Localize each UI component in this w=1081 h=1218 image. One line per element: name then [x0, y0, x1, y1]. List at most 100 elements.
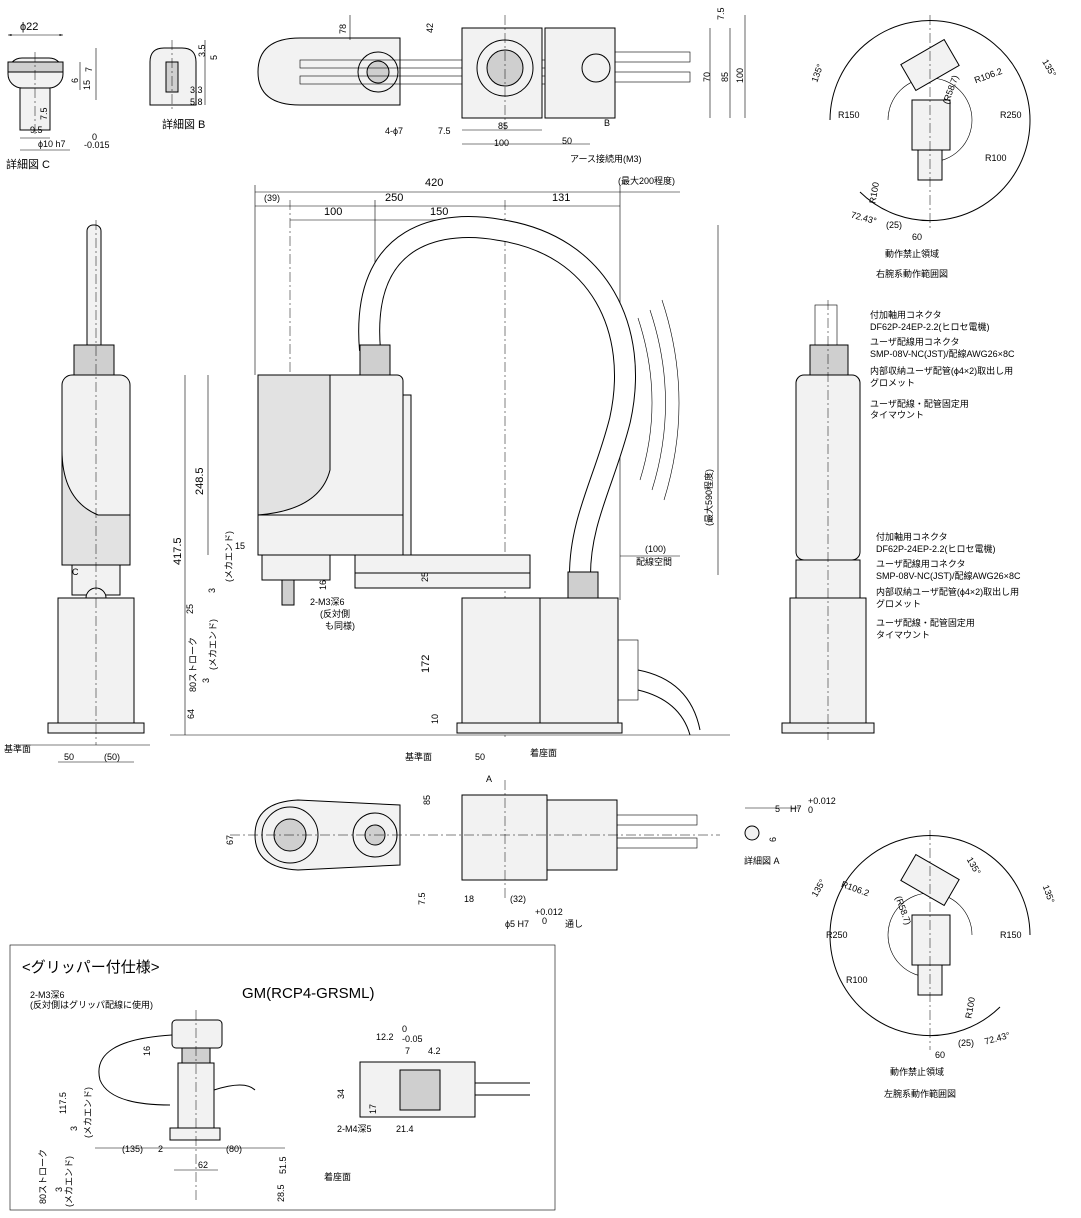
side-right-n4b: タイマウント	[870, 410, 924, 420]
right-a135r: 135°	[1040, 58, 1058, 79]
bottom-through: 通し	[565, 919, 583, 929]
right-forbid: 動作禁止領域	[885, 248, 939, 259]
detail-c-d1: ϕ22	[20, 21, 38, 33]
detail-c-d6: 9.5	[30, 125, 43, 135]
front-w150: 150	[430, 206, 448, 218]
side-left-ref: 基準面	[4, 743, 31, 754]
bottom-d32: (32)	[510, 894, 526, 904]
gripper-stroke: 80ストローク	[38, 1149, 48, 1204]
top-d75b: 7.5	[438, 126, 451, 136]
right-caption: 右腕系動作範囲図	[876, 268, 948, 279]
right-range-view: 135° 135° R106.2 (R58.7) R150 R250 R100 …	[809, 15, 1058, 279]
left-forbid: 動作禁止領域	[890, 1066, 944, 1077]
detail-c-d3: 15	[82, 80, 92, 90]
top-b: B	[604, 118, 610, 128]
front-h3a: 3	[207, 588, 217, 593]
bottom-hole: ϕ5 H7	[505, 919, 529, 929]
top-hole: 4-ϕ7	[385, 126, 403, 136]
detail-a-d6: 6	[768, 837, 778, 842]
gripper-m4: 2-M4深5	[337, 1124, 372, 1134]
gripper-mech2: (メカエンド)	[64, 1156, 74, 1207]
gripper-d122: 12.2	[376, 1032, 394, 1042]
side-right-n3a: 内部収納ユーザ配管(ϕ4×2)取出し用	[870, 365, 1013, 376]
detail-a-tol-bot: 0	[808, 805, 813, 815]
gripper-tol-bot: -0.05	[402, 1034, 423, 1044]
side-right-m2a: ユーザ配線用コネクタ	[876, 558, 965, 569]
top-d50: 50	[562, 136, 572, 146]
detail-b-d3: 3.3	[190, 85, 203, 95]
gripper-seat: 着座面	[324, 1171, 351, 1182]
gripper-d285: 28.5	[276, 1184, 286, 1202]
left-a135l: 135°	[810, 877, 828, 898]
front-h2485: 248.5	[194, 467, 206, 495]
gripper-title: <グリッパー付仕様>	[22, 959, 160, 976]
bottom-tol-top: +0.012	[535, 907, 563, 917]
gripper-d34: 34	[336, 1089, 346, 1099]
front-seat: 着座面	[530, 747, 557, 758]
left-ang: 72.43°	[983, 1030, 1011, 1047]
left-a135t: 135°	[965, 855, 983, 876]
top-view: 78 42 7.5 70 85 100 4-ϕ7 7.5 85 100 50 B…	[257, 7, 746, 164]
detail-a-d5: 5	[775, 804, 780, 814]
gripper-m3a: 2-M3深6	[30, 990, 65, 1000]
right-r1062: R106.2	[973, 66, 1004, 85]
front-w100: 100	[324, 206, 342, 218]
side-right-n1b: DF62P-24EP-2.2(ヒロセ電機)	[870, 321, 990, 332]
left-d60: 60	[935, 1050, 945, 1060]
right-r250: R250	[1000, 110, 1022, 120]
side-right-m1b: DF62P-24EP-2.2(ヒロセ電機)	[876, 543, 996, 554]
detail-a: 5 H7 +0.012 0 6 詳細図 A	[744, 796, 836, 866]
front-h16: 16	[318, 580, 328, 590]
right-ang: 72.43°	[850, 210, 878, 227]
detail-c-d5: 7.5	[39, 107, 49, 120]
bottom-d75: 7.5	[417, 892, 427, 905]
front-m3b: (反対側	[320, 608, 350, 619]
top-d85: 85	[720, 72, 730, 82]
front-h25: 25	[185, 604, 195, 614]
gripper-d7: 7	[405, 1046, 410, 1056]
front-m3c: も同様)	[325, 620, 355, 631]
detail-c-caption: 詳細図 C	[6, 157, 50, 171]
side-right-n3b: グロメット	[870, 377, 915, 388]
side-right-view: 付加軸用コネクタ DF62P-24EP-2.2(ヒロセ電機) ユーザ配線用コネク…	[781, 300, 1021, 740]
front-w39: (39)	[264, 193, 280, 203]
front-h3b: 3	[201, 678, 211, 683]
top-d70: 70	[702, 72, 712, 82]
side-right-m3b: グロメット	[876, 598, 921, 609]
detail-b-d4: 5.8	[190, 97, 203, 107]
right-d60: 60	[912, 232, 922, 242]
right-r100b: R100	[867, 181, 881, 204]
gripper-d135: (135)	[122, 1144, 143, 1154]
detail-b: 3.5 5 3.3 5.8 詳細図 B	[149, 40, 219, 131]
detail-b-d1: 3.5	[197, 44, 207, 57]
right-a135l: 135°	[809, 62, 825, 83]
front-space-label: 配線空間	[636, 556, 672, 567]
left-r100b: R100	[963, 996, 977, 1019]
front-mech1: (メカエンド)	[224, 531, 234, 582]
front-m3: 2-M3深6	[310, 597, 345, 607]
bottom-a: A	[486, 774, 492, 784]
gripper-m3b: (反対側はグリッパ配線に使用)	[30, 999, 153, 1010]
side-right-m3a: 内部収納ユーザ配管(ϕ4×2)取出し用	[876, 586, 1019, 597]
side-left-view: C 基準面 50 (50)	[4, 220, 150, 763]
detail-c-d7: ϕ10 h7	[38, 139, 66, 149]
front-max590: (最大590程度)	[703, 469, 714, 526]
side-right-n2a: ユーザ配線用コネクタ	[870, 336, 959, 347]
top-d75: 7.5	[716, 7, 726, 20]
detail-c-tol-top: 0	[92, 132, 97, 142]
bottom-view: 85 A 67 7.5 18 (32) ϕ5 H7 +0.012 0 通し	[225, 774, 720, 929]
gripper-d80: (80)	[226, 1144, 242, 1154]
front-w420: 420	[425, 177, 443, 189]
front-h10: 10	[430, 714, 440, 724]
gripper-d515: 51.5	[278, 1156, 288, 1174]
left-r250: R250	[826, 930, 848, 940]
gripper-d3b: 3	[54, 1187, 64, 1192]
top-d85b: 85	[498, 121, 508, 131]
top-d42: 42	[425, 23, 435, 33]
left-r100a: R100	[846, 975, 868, 985]
front-ref-face: 基準面	[405, 751, 432, 762]
front-h15: 15	[235, 541, 245, 551]
side-right-n2b: SMP-08V-NC(JST)/配線AWG26×8C	[870, 348, 1015, 359]
gripper-d17: 17	[368, 1104, 378, 1114]
